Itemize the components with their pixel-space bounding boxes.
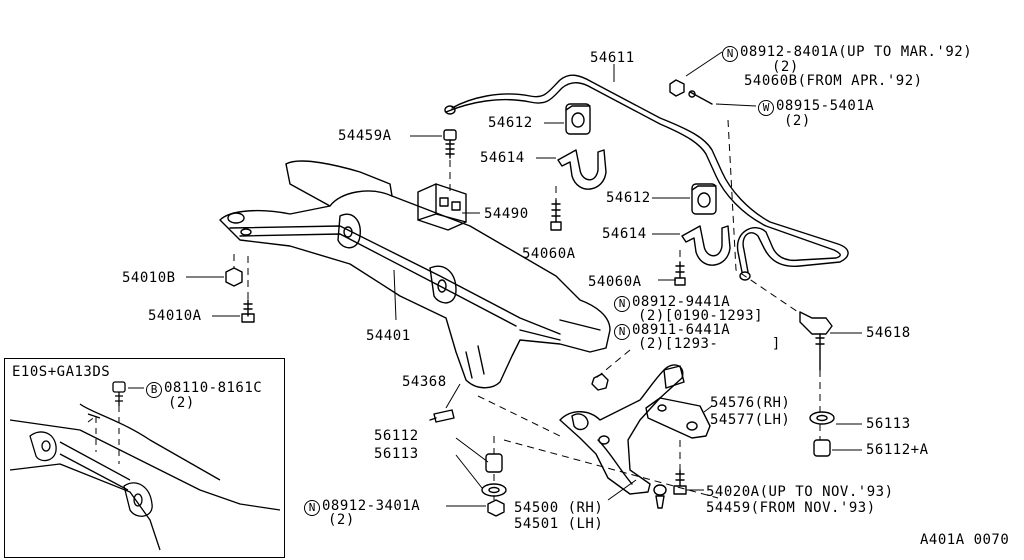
clamp-lower [681,225,731,266]
label-54060a-lower: 54060A [588,274,642,290]
washer-top [688,90,713,105]
clamp-upper [557,149,607,190]
bracket-54490 [417,183,467,231]
label-56113-right: 56113 [866,416,911,432]
label-54612-lower: 54612 [606,190,651,206]
n-circle-icon: N [614,296,630,312]
nut-arm-bottom [487,499,505,517]
bushing-56112 [485,453,503,473]
callout-nut-bottom-qty: (2) [328,512,355,528]
label-54490: 54490 [484,206,529,222]
callout-nut-top-qty: (2) [772,59,799,75]
bushing-56112a [813,439,831,457]
washer-56113 [481,483,507,497]
crossmember [219,160,611,389]
inset-bolt [112,381,126,406]
label-54500: 54500 (RH) [514,500,604,516]
callout-nut-mid2-qty: (2)[1293- ] [638,336,781,352]
nut-top [669,79,685,97]
w-circle-icon: W [758,100,774,116]
bolt-54060a-lower [674,261,686,286]
label-54010a: 54010A [148,308,202,324]
diagram-id: A401A 0070 [920,532,1010,548]
label-56113-left: 56113 [374,446,419,462]
label-54020a: 54020A(UP TO NOV.'93) [706,484,894,500]
stabilizer-bar [444,74,849,281]
inset-bolt-qty: (2) [168,395,195,411]
label-54614-upper: 54614 [480,150,525,166]
label-54618: 54618 [866,325,911,341]
bolt-54060a-upper [550,199,562,231]
b-circle-icon: B [146,382,162,398]
stabilizer-link [799,311,833,371]
bolt-54459a [443,129,457,159]
bushing-lower [691,183,717,215]
label-54501: 54501 (LH) [514,516,604,532]
inset-crossmember [9,403,281,551]
callout-nut-mid1-qty: (2)[0190-1293] [638,308,764,324]
bolt-54010a [241,299,255,323]
n-circle-icon: N [614,324,630,340]
callout-washer-top-qty: (2) [784,113,811,129]
label-54401: 54401 [366,328,411,344]
label-54576: 54576(RH) [710,395,791,411]
bolt-54368 [429,409,455,423]
bracket-54576 [645,397,711,439]
callout-nut-top-alt: 54060B(FROM APR.'92) [744,73,923,89]
n-circle-icon: N [304,500,320,516]
label-56112: 56112 [374,428,419,444]
n-circle-icon: N [722,46,738,62]
bolt-arm-mid [673,469,687,495]
label-56112a: 56112+A [866,442,929,458]
label-54060a-upper: 54060A [522,246,576,262]
lower-control-arm [559,364,685,509]
inset-frame [4,358,285,558]
bushing-upper [565,103,591,135]
label-54459: 54459(FROM NOV.'93) [706,500,876,516]
label-54010b: 54010B [122,270,176,286]
label-54614-lower: 54614 [602,226,647,242]
washer-56113-right [809,411,835,425]
label-54368: 54368 [402,374,447,390]
label-54612-upper: 54612 [488,115,533,131]
label-54459a: 54459A [338,128,392,144]
nut-54010b [225,267,243,287]
nut-arm-top [591,373,609,391]
label-54611: 54611 [590,50,635,66]
inset-title: E10S+GA13DS [12,364,111,380]
label-54577: 54577(LH) [710,412,791,428]
